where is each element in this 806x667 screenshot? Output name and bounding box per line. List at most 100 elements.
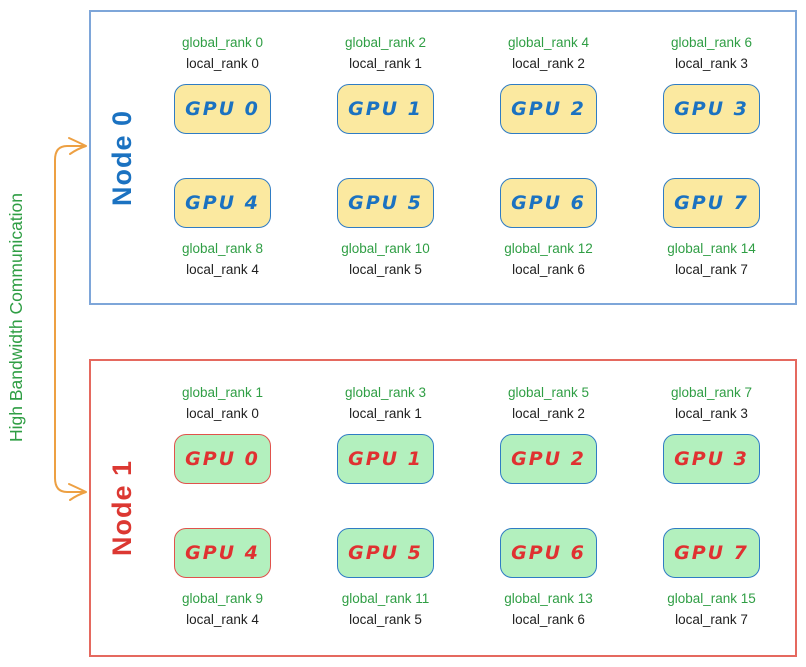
gpu-box: GPU 2	[500, 434, 597, 484]
gpu-name: GPU 6	[511, 191, 586, 214]
gpu-cell: GPU 4 global_rank 9 local_rank 4	[141, 508, 304, 655]
gpu-cell: global_rank 1 local_rank 0 GPU 0	[141, 361, 304, 508]
global-rank-label: global_rank 0	[181, 34, 264, 50]
gpu-box: GPU 3	[663, 434, 760, 484]
global-rank-label: global_rank 10	[341, 240, 430, 256]
global-rank-label: global_rank 2	[344, 34, 427, 50]
local-rank-label: local_rank 1	[349, 406, 422, 421]
gpu-name: GPU 7	[674, 542, 749, 564]
local-rank-label: local_rank 7	[675, 261, 748, 277]
rank-labels: global_rank 3 local_rank 1	[345, 382, 426, 424]
global-rank-label: global_rank 4	[507, 34, 590, 50]
local-rank-label: local_rank 3	[675, 406, 748, 421]
gpu-cell: global_rank 0 local_rank 0 GPU 0	[141, 12, 304, 158]
rank-labels: global_rank 11 local_rank 5	[342, 588, 430, 630]
gpu-name: GPU 5	[348, 191, 423, 214]
local-rank-label: local_rank 1	[349, 55, 422, 71]
gpu-box: GPU 5	[337, 177, 434, 228]
local-rank-label: local_rank 2	[512, 55, 585, 71]
gpu-name: GPU 3	[674, 448, 749, 470]
gpu-box: GPU 3	[663, 83, 760, 134]
local-rank-label: local_rank 2	[512, 406, 585, 421]
local-rank-label: local_rank 0	[186, 406, 259, 421]
gpu-box: GPU 7	[663, 528, 760, 578]
gpu-cell: global_rank 6 local_rank 3 GPU 3	[630, 12, 793, 158]
gpu-name: GPU 4	[185, 542, 260, 564]
high-bandwidth-communication-label: High Bandwidth Communication	[6, 192, 26, 443]
local-rank-label: local_rank 6	[512, 261, 585, 277]
rank-labels: global_rank 9 local_rank 4	[182, 588, 263, 630]
global-rank-label: global_rank 9	[181, 591, 264, 606]
gpu-name: GPU 0	[185, 448, 260, 470]
gpu-cell: GPU 5 global_rank 10 local_rank 5	[304, 158, 467, 304]
rank-labels: global_rank 14 local_rank 7	[667, 238, 756, 280]
rank-labels: global_rank 13 local_rank 6	[504, 588, 593, 630]
gpu-cell: GPU 6 global_rank 12 local_rank 6	[467, 158, 630, 304]
gpu-name: GPU 1	[348, 448, 423, 470]
rank-labels: global_rank 4 local_rank 2	[508, 32, 589, 74]
global-rank-label: global_rank 1	[181, 385, 264, 400]
local-rank-label: local_rank 7	[675, 612, 748, 627]
gpu-box: GPU 6	[500, 177, 597, 228]
gpu-box: GPU 0	[174, 83, 271, 134]
gpu-name: GPU 3	[674, 97, 749, 120]
global-rank-label: global_rank 8	[181, 240, 264, 256]
global-rank-label: global_rank 15	[667, 591, 756, 606]
gpu-cell: GPU 7 global_rank 14 local_rank 7	[630, 158, 793, 304]
gpu-cell: GPU 5 global_rank 11 local_rank 5	[304, 508, 467, 655]
rank-labels: global_rank 8 local_rank 4	[182, 238, 263, 280]
gpu-box: GPU 1	[337, 434, 434, 484]
rank-labels: global_rank 1 local_rank 0	[182, 382, 263, 424]
gpu-name: GPU 7	[674, 191, 749, 214]
global-rank-label: global_rank 5	[507, 385, 590, 400]
global-rank-label: global_rank 12	[504, 240, 593, 256]
gpu-box: GPU 4	[174, 528, 271, 578]
local-rank-label: local_rank 0	[186, 55, 259, 71]
rank-labels: global_rank 12 local_rank 6	[504, 238, 593, 280]
local-rank-label: local_rank 4	[186, 261, 259, 277]
gpu-name: GPU 0	[185, 97, 260, 120]
rank-labels: global_rank 2 local_rank 1	[345, 32, 426, 74]
gpu-box: GPU 2	[500, 83, 597, 134]
gpu-name: GPU 2	[511, 448, 586, 470]
global-rank-label: global_rank 14	[667, 240, 756, 256]
local-rank-label: local_rank 4	[186, 612, 259, 627]
rank-labels: global_rank 0 local_rank 0	[182, 32, 263, 74]
gpu-box: GPU 1	[337, 83, 434, 134]
node-1-label: Node 1	[107, 459, 137, 557]
global-rank-label: global_rank 13	[504, 591, 593, 606]
gpu-cell: global_rank 2 local_rank 1 GPU 1	[304, 12, 467, 158]
rank-labels: global_rank 15 local_rank 7	[667, 588, 756, 630]
global-rank-label: global_rank 11	[341, 591, 430, 606]
local-rank-label: local_rank 6	[512, 612, 585, 627]
gpu-box: GPU 4	[174, 177, 271, 228]
gpu-cell: global_rank 5 local_rank 2 GPU 2	[467, 361, 630, 508]
gpu-cell: global_rank 7 local_rank 3 GPU 3	[630, 361, 793, 508]
rank-labels: global_rank 6 local_rank 3	[671, 32, 752, 74]
gpu-cell: global_rank 4 local_rank 2 GPU 2	[467, 12, 630, 158]
global-rank-label: global_rank 3	[344, 385, 427, 400]
gpu-name: GPU 2	[511, 97, 586, 120]
global-rank-label: global_rank 7	[670, 385, 753, 400]
gpu-cell: GPU 4 global_rank 8 local_rank 4	[141, 158, 304, 304]
local-rank-label: local_rank 5	[349, 612, 422, 627]
local-rank-label: local_rank 5	[349, 261, 422, 277]
global-rank-label: global_rank 6	[670, 34, 753, 50]
gpu-cell: GPU 7 global_rank 15 local_rank 7	[630, 508, 793, 655]
rank-labels: global_rank 7 local_rank 3	[671, 382, 752, 424]
node-0-label: Node 0	[107, 109, 137, 206]
gpu-box: GPU 0	[174, 434, 271, 484]
gpu-cell: GPU 6 global_rank 13 local_rank 6	[467, 508, 630, 655]
gpu-name: GPU 6	[511, 542, 586, 564]
gpu-name: GPU 5	[348, 542, 423, 564]
gpu-box: GPU 5	[337, 528, 434, 578]
rank-labels: global_rank 10 local_rank 5	[341, 238, 430, 280]
gpu-cell: global_rank 3 local_rank 1 GPU 1	[304, 361, 467, 508]
gpu-box: GPU 6	[500, 528, 597, 578]
local-rank-label: local_rank 3	[675, 55, 748, 71]
